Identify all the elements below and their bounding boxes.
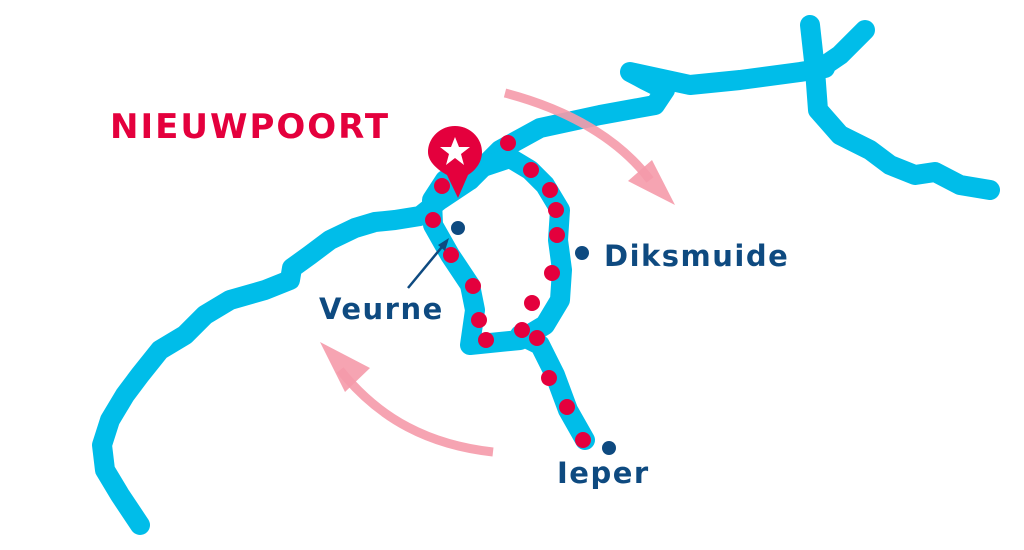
canal-northeast [808, 20, 875, 80]
route-dots [425, 135, 591, 448]
city-label-ieper: Ieper [557, 456, 650, 490]
veurne-pointer-head-icon [438, 238, 449, 251]
arrow-clockwise-top [503, 88, 654, 183]
start-marker-star-pin-icon [428, 126, 482, 198]
city-label-diksmuide: Diksmuide [604, 239, 790, 273]
arrow-clockwise-bottom [336, 367, 494, 457]
start-city-label: NIEUWPOORT [110, 107, 391, 147]
canal-west [92, 170, 480, 535]
canal-east [460, 58, 835, 190]
city-label-veurne: Veurne [319, 292, 444, 326]
canal-north [800, 15, 1000, 200]
arrow-head-bottom-icon [320, 342, 370, 392]
veurne-pointer [407, 241, 447, 289]
city-dot-veurne [451, 221, 465, 235]
direction-arrows [336, 88, 654, 457]
canal-south [510, 325, 595, 450]
city-dot-ieper [602, 441, 616, 455]
arrow-head-top-icon [628, 160, 675, 205]
city-dot-diksmuide [575, 246, 589, 260]
